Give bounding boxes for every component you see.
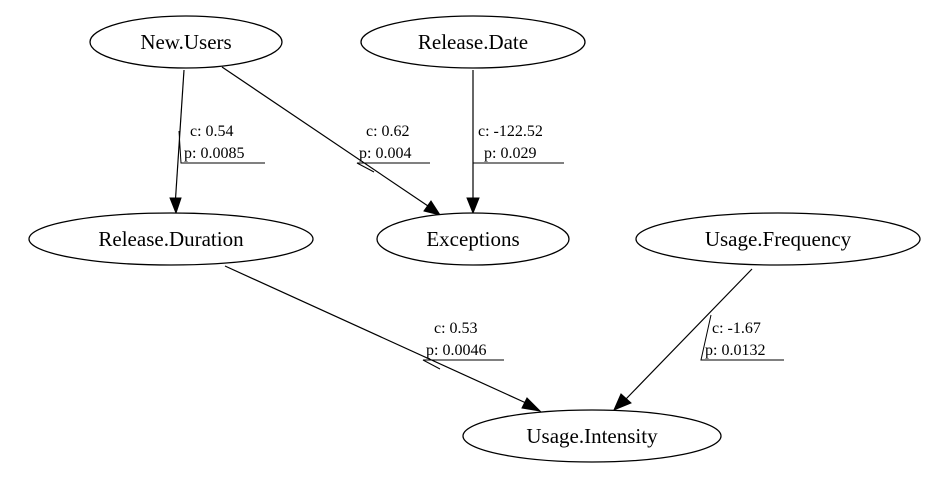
node-ellipse [462, 409, 722, 463]
node-new-users: New.Users [89, 15, 283, 69]
arrowhead-icon [423, 200, 442, 216]
edge-line [174, 69, 185, 200]
edge-release-duration-to-usage-intensity: c: 0.53 p: 0.0046 [224, 265, 542, 412]
node-label: New.Users [140, 30, 231, 54]
edge-line [221, 66, 429, 207]
edge-label-c: c: 0.53 [434, 320, 478, 337]
edge-label-underline [356, 162, 430, 173]
node-ellipse [360, 15, 586, 69]
edge-new-users-to-release-duration: c: 0.54 p: 0.0085 [169, 69, 265, 215]
node-label: Usage.Intensity [526, 424, 658, 448]
node-exceptions: Exceptions [376, 212, 570, 266]
edge-line [224, 265, 527, 404]
edge-label-underline [422, 359, 504, 370]
edge-label-underline [700, 314, 784, 361]
edge-line [625, 268, 753, 400]
edge-release-date-to-exceptions: c: -122.52 p: 0.029 [466, 70, 564, 215]
node-ellipse [635, 212, 921, 266]
node-ellipse [376, 212, 570, 266]
arrowhead-icon [521, 397, 542, 412]
node-usage-intensity: Usage.Intensity [462, 409, 722, 463]
edge-label-c: c: -122.52 [478, 123, 543, 140]
node-label: Exceptions [426, 227, 519, 251]
arrowhead-icon [613, 393, 632, 411]
edge-new-users-to-exceptions: c: 0.62 p: 0.004 [221, 66, 442, 216]
edge-label-underline [472, 131, 564, 164]
node-label: Usage.Frequency [705, 227, 852, 251]
node-ellipse [28, 212, 314, 266]
edge-label-underline [178, 130, 265, 164]
edge-label-p: p: 0.004 [359, 145, 411, 162]
arrowhead-icon [466, 197, 480, 215]
edge-usage-frequency-to-usage-intensity: c: -1.67 p: 0.0132 [613, 268, 784, 411]
node-release-duration: Release.Duration [28, 212, 314, 266]
node-usage-frequency: Usage.Frequency [635, 212, 921, 266]
edge-label-c: c: -1.67 [712, 320, 761, 337]
edge-label-p: p: 0.029 [484, 145, 536, 162]
edge-label-p: p: 0.0132 [705, 342, 765, 359]
node-label: Release.Duration [98, 227, 244, 251]
edge-label-p: p: 0.0046 [426, 342, 486, 359]
node-ellipse [89, 15, 283, 69]
arrowhead-icon [169, 197, 182, 215]
node-label: Release.Date [418, 30, 528, 54]
edge-label-c: c: 0.62 [366, 123, 410, 140]
edge-label-p: p: 0.0085 [184, 145, 244, 162]
node-release-date: Release.Date [360, 15, 586, 69]
edge-label-c: c: 0.54 [190, 123, 234, 140]
